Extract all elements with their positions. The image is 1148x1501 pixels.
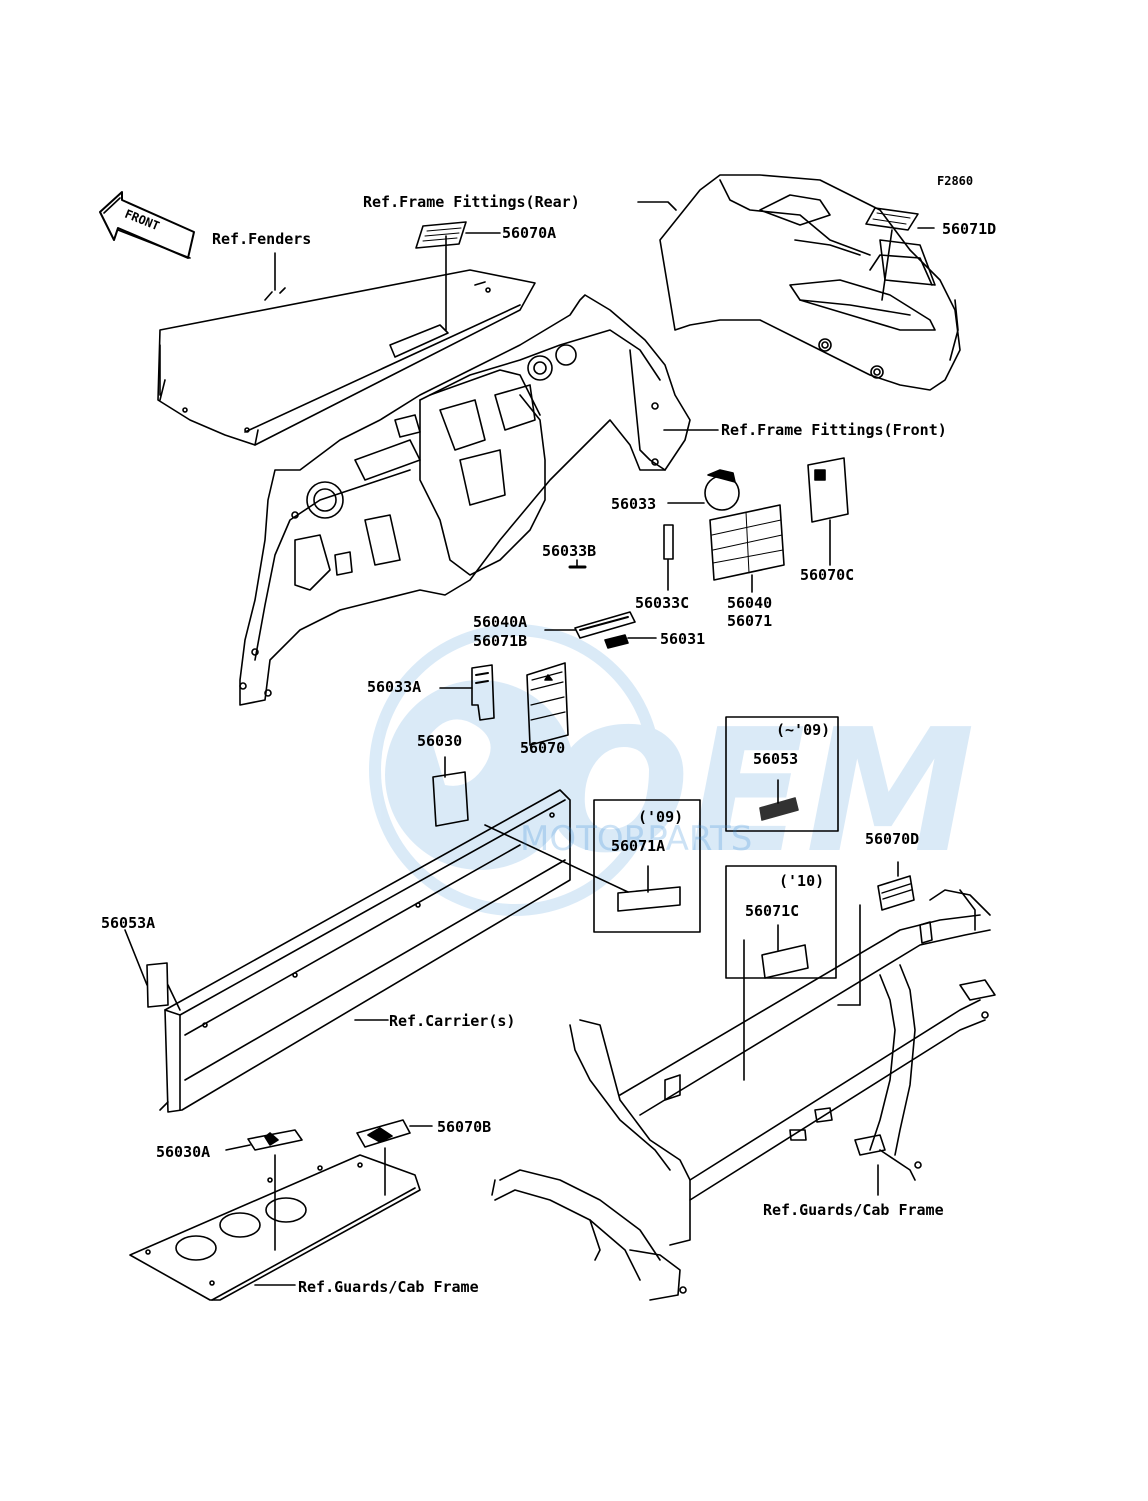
svg-text:OEM: OEM [545, 693, 975, 891]
part-56053A: 56053A [101, 914, 156, 932]
box-up-to-09 [725, 716, 839, 832]
label-56031-shape [604, 634, 629, 649]
label-56033A-shape [471, 664, 495, 721]
part-56030A: 56030A [156, 1143, 211, 1161]
part-56071A: 56071A [611, 837, 666, 855]
ref-carrier: Ref.Carrier(s) [389, 1012, 516, 1030]
part-56033: 56033 [611, 495, 657, 513]
label-56071C-shape [761, 944, 809, 979]
part-56071B: 56071B [473, 632, 528, 650]
box-10 [725, 865, 837, 979]
part-56033B: 56033B [542, 542, 597, 560]
fender-panel [157, 269, 536, 446]
ref-guards-bottom: Ref.Guards/Cab Frame [298, 1278, 479, 1296]
part-56031: 56031 [660, 630, 706, 648]
part-56033A: 56033A [367, 678, 422, 696]
label-56070C-shape [807, 457, 849, 523]
watermark-sub-text: MOTORPARTS [520, 819, 752, 859]
label-56053-shape [759, 797, 799, 821]
rear-frame-fitting [659, 174, 961, 391]
label-56030A-shape [247, 1129, 303, 1151]
label-56070-shape [526, 662, 569, 746]
carrier-panel [159, 789, 571, 1113]
ref-fenders: Ref.Fenders [212, 230, 312, 248]
part-56070B: 56070B [437, 1118, 492, 1136]
note-up-to-09: (~'09) [776, 721, 831, 739]
part-56053: 56053 [753, 750, 799, 768]
guard-plate [129, 1154, 421, 1301]
label-56070A-shape [415, 221, 467, 249]
label-56040A-shape [574, 611, 636, 639]
box-09 [593, 799, 701, 933]
part-56070: 56070 [520, 739, 566, 757]
cab-frame [491, 889, 996, 1301]
front-arrow-icon [99, 191, 195, 259]
part-56071D: 56071D [942, 220, 997, 238]
label-56033C-shape [663, 524, 674, 591]
ref-frame-front: Ref.Frame Fittings(Front) [721, 421, 947, 439]
label-56071D-shape [865, 207, 919, 231]
note-09: ('09) [638, 808, 684, 826]
leader-frame-rear [637, 201, 677, 211]
label-56030-shape [432, 771, 469, 827]
ref-guards-right: Ref.Guards/Cab Frame [763, 1201, 944, 1219]
part-56070D: 56070D [865, 830, 920, 848]
label-56071A-shape [617, 886, 681, 912]
label-56053A-shape [146, 962, 169, 1008]
ref-frame-rear: Ref.Frame Fittings(Rear) [363, 193, 580, 211]
part-56070C: 56070C [800, 566, 855, 584]
note-10: ('10) [779, 872, 825, 890]
part-56070A: 56070A [502, 224, 557, 242]
label-56070B-shape [356, 1119, 411, 1148]
oem-watermark: OEM [369, 624, 975, 916]
part-56040A: 56040A [473, 613, 528, 631]
figure-code: F2860 [937, 174, 974, 188]
part-56030: 56030 [417, 732, 463, 750]
label-56040-shape [709, 504, 785, 581]
part-56071: 56071 [727, 612, 773, 630]
part-56033C: 56033C [635, 594, 690, 612]
dashboard-panel [239, 294, 691, 706]
label-56033-ring [704, 469, 740, 511]
label-56070D-shape [877, 875, 915, 911]
part-56040: 56040 [727, 594, 773, 612]
part-56071C: 56071C [745, 902, 800, 920]
